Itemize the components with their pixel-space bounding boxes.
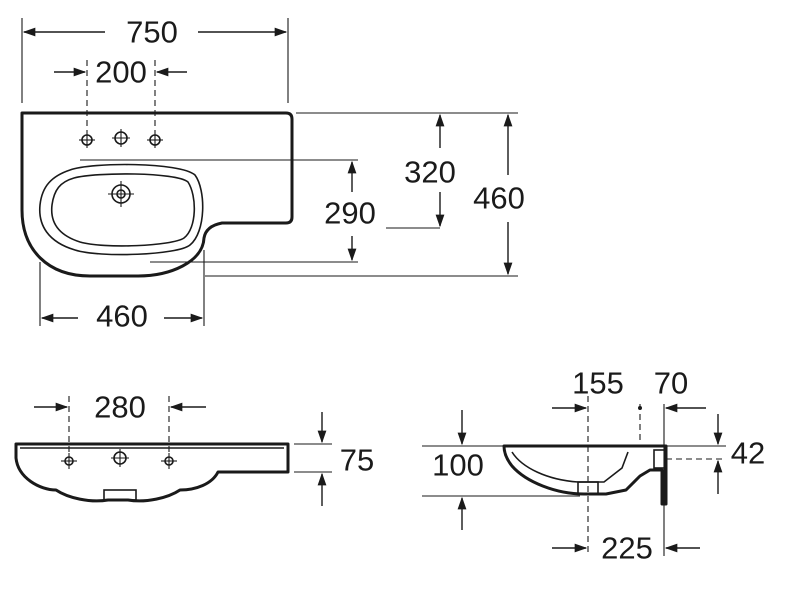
bowl-outline — [38, 163, 204, 256]
dim-label-overall-depth: 460 — [473, 181, 525, 216]
dim-label-bowl-length: 290 — [324, 196, 376, 231]
tap-hole-icon — [112, 129, 130, 147]
dim-label-bowl-width: 460 — [96, 299, 148, 334]
side-view: 155 70 42 100 225 — [422, 366, 765, 566]
dim-label-155: 155 — [572, 366, 624, 401]
dim-label-70: 70 — [654, 366, 688, 401]
dim-label-100: 100 — [432, 448, 484, 483]
side-bowl-inner — [511, 451, 629, 483]
dim-label-225: 225 — [601, 531, 653, 566]
tap-hole-icon — [147, 132, 163, 148]
tap-hole-icon — [61, 453, 77, 469]
dim-label-tap-spacing: 200 — [95, 55, 147, 90]
drain-icon — [108, 181, 134, 207]
dim-label-height: 75 — [340, 443, 374, 478]
tap-hole-icon — [161, 453, 177, 469]
dim-label-bowl-depth: 320 — [404, 155, 456, 190]
tap-hole-icon — [79, 132, 95, 148]
dim-label-overall-width: 750 — [126, 15, 178, 50]
basin-plan-outline — [20, 111, 294, 278]
tap-hole-icon — [111, 449, 129, 467]
front-view: 280 75 — [14, 390, 374, 506]
basin-front-outline — [14, 442, 290, 503]
dim-label-hole-spacing: 280 — [94, 390, 146, 425]
basin-side-outline — [502, 444, 668, 506]
dim-label-42: 42 — [731, 436, 765, 471]
bowl-inner-rim — [50, 173, 196, 247]
plan-view: 750 200 320 460 290 460 — [20, 15, 525, 334]
